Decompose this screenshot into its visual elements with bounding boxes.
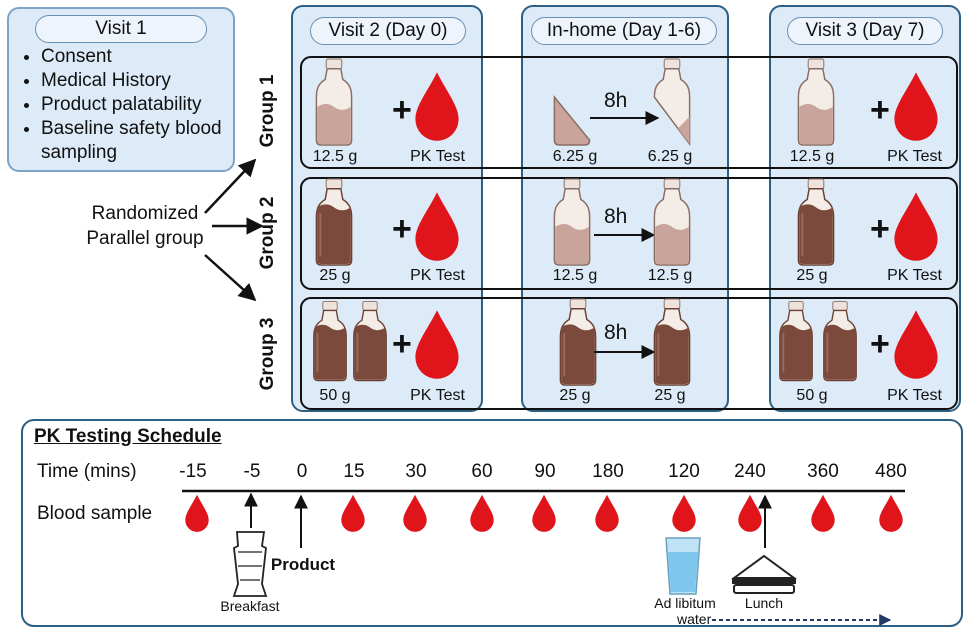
pk-label: PK Test [410, 148, 465, 165]
pk-label: PK Test [887, 148, 942, 165]
visit1-title: Visit 1 [35, 15, 207, 43]
dose-label: 12.5 g [789, 148, 835, 165]
time-axis-label: Time (mins) [37, 461, 137, 482]
breakfast-label: Breakfast [220, 598, 280, 614]
milk-bottle-icon [653, 58, 691, 145]
visit1-item: Baseline safety blood sampling [41, 117, 261, 165]
visit1-item: Medical History [41, 69, 261, 93]
milk-bottle-icon [312, 300, 348, 382]
interval-label: 8h [604, 321, 628, 344]
visit1-item: Consent [41, 45, 261, 69]
dose-label: 50 g [319, 387, 351, 404]
pk-label: PK Test [887, 387, 942, 404]
arrow [204, 158, 257, 214]
time-tick: 60 [471, 461, 493, 482]
breakfast-bar-icon [232, 531, 268, 597]
dose-label: 12.5 g [312, 148, 358, 165]
blood-drop-icon [894, 310, 938, 379]
visit3-title: Visit 3 (Day 7) [787, 17, 943, 45]
plus-sign: + [870, 325, 890, 363]
plus-sign: + [870, 91, 890, 129]
milk-bottle-icon [778, 300, 814, 382]
milk-bottle-icon [559, 298, 597, 386]
dose-label: 12.5 g [647, 267, 693, 284]
time-tick: 480 [875, 461, 907, 482]
time-tick: 240 [734, 461, 766, 482]
milk-bottle-icon [653, 178, 691, 266]
visit1-item: Product palatability [41, 93, 261, 117]
plus-sign: + [392, 210, 412, 248]
group1-row [300, 56, 958, 169]
dose-label: 12.5 g [552, 267, 598, 284]
milk-bottle-icon [553, 96, 591, 146]
milk-bottle-icon [797, 178, 835, 266]
randomization-line2: Parallel group [86, 228, 204, 249]
visit1-panel: Visit 1 Consent Medical History Product … [7, 7, 235, 172]
interval-label: 8h [604, 89, 628, 112]
randomization-line1: Randomized [91, 203, 199, 224]
group2-row [300, 177, 958, 290]
inhome-title: In-home (Day 1-6) [531, 17, 717, 45]
water-glass-icon [665, 537, 701, 595]
dose-label: 50 g [796, 387, 828, 404]
dose-label: 25 g [559, 387, 591, 404]
product-label: Product [270, 555, 336, 574]
visit1-list: Consent Medical History Product palatabi… [19, 45, 261, 165]
dose-label: 25 g [796, 267, 828, 284]
blood-drop-icon [415, 192, 459, 261]
time-tick: 0 [296, 461, 308, 482]
plus-sign: + [870, 210, 890, 248]
pk-label: PK Test [410, 387, 465, 404]
lunch-label: Lunch [744, 595, 784, 611]
blood-drop-icon [894, 192, 938, 261]
time-tick: 180 [592, 461, 624, 482]
blood-sample-label: Blood sample [37, 503, 153, 524]
time-tick: 120 [668, 461, 700, 482]
milk-bottle-icon [822, 300, 858, 382]
time-tick: 360 [807, 461, 839, 482]
water-label-line1: Ad libitum [654, 595, 716, 611]
time-tick: 15 [343, 461, 365, 482]
dose-label: 25 g [654, 387, 686, 404]
time-tick: 30 [405, 461, 427, 482]
time-tick: -5 [243, 461, 261, 482]
blood-drop-icon [894, 72, 938, 141]
time-tick: 90 [534, 461, 556, 482]
interval-label: 8h [604, 205, 628, 228]
arrow [204, 254, 257, 302]
pk-title: PK Testing Schedule [34, 426, 222, 447]
plus-sign: + [392, 325, 412, 363]
plus-sign: + [392, 91, 412, 129]
group3-row [300, 297, 958, 410]
dose-label: 25 g [319, 267, 351, 284]
time-tick: -15 [179, 461, 207, 482]
milk-bottle-icon [553, 178, 591, 266]
visit2-title: Visit 2 (Day 0) [310, 17, 466, 45]
milk-bottle-icon [352, 300, 388, 382]
milk-bottle-icon [315, 58, 353, 146]
blood-drop-icon [415, 72, 459, 141]
milk-bottle-icon [797, 58, 835, 146]
water-label-line2: water [677, 611, 712, 627]
dose-label: 6.25 g [552, 148, 598, 165]
sandwich-icon [730, 554, 798, 594]
blood-drop-icon [415, 310, 459, 379]
pk-label: PK Test [887, 267, 942, 284]
milk-bottle-icon [653, 298, 691, 386]
pk-label: PK Test [410, 267, 465, 284]
milk-bottle-icon [315, 178, 353, 266]
dose-label: 6.25 g [647, 148, 693, 165]
